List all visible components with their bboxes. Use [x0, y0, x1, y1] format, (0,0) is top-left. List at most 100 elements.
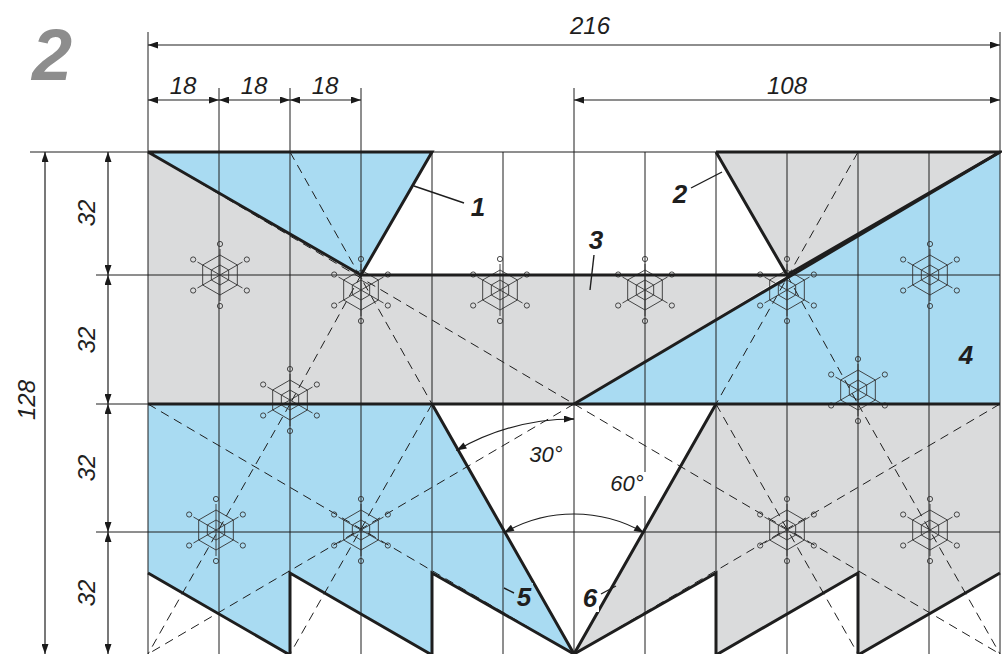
- dimension-line: [107, 532, 108, 654]
- dimension-value: 32: [74, 578, 100, 609]
- snowflake-spoke: [787, 290, 788, 316]
- snowflake-spoke: [500, 277, 523, 290]
- snowflake-dot: [901, 543, 906, 548]
- construction-line: [148, 152, 574, 404]
- snowflake-dot: [332, 303, 337, 308]
- snowflake-spoke: [220, 249, 221, 275]
- angle-value: 30°: [527, 443, 564, 467]
- snowflake-dot: [829, 372, 834, 377]
- snowflake-symbol: [471, 256, 530, 323]
- snowflake-symbol: [901, 496, 960, 563]
- snowflake-spoke: [361, 290, 384, 303]
- snowflake-dot: [811, 543, 816, 548]
- grid-line: [219, 88, 220, 654]
- snowflake-dot: [927, 303, 932, 308]
- snowflake-dot: [385, 303, 390, 308]
- snowflake-ring: [913, 510, 948, 550]
- snowflake-ring: [778, 520, 795, 540]
- snowflake-spoke: [338, 290, 361, 303]
- snowflake-dot: [758, 303, 763, 308]
- snowflake-dot: [358, 496, 363, 501]
- snowflake-dot: [287, 428, 292, 433]
- dimension-value: 18: [168, 73, 199, 99]
- snowflake-dot: [187, 543, 192, 548]
- dimension-line: [107, 152, 108, 275]
- snowflake-spoke: [930, 275, 931, 301]
- snowflake-spoke: [361, 530, 362, 556]
- snowflake-spoke: [193, 530, 216, 543]
- dimension-value: 18: [239, 73, 270, 99]
- snowflake-spoke: [267, 400, 290, 413]
- figure-number: 2: [30, 18, 74, 92]
- snowflake-symbol: [616, 256, 675, 323]
- snowflake-spoke: [930, 504, 931, 530]
- snowflake-spoke: [787, 517, 810, 530]
- grid-line: [361, 88, 362, 654]
- snowflake-dot: [784, 558, 789, 563]
- grid-line: [148, 32, 149, 654]
- grid-lines: [30, 32, 1000, 654]
- snowflake-symbol: [758, 496, 817, 563]
- snowflake-spoke: [930, 262, 953, 275]
- angle-arrow: [568, 418, 574, 419]
- snowflake-spoke: [216, 517, 239, 530]
- piece-outline: [716, 152, 1000, 275]
- dimension-value: 108: [765, 73, 809, 99]
- dimension-value: 18: [310, 73, 341, 99]
- snowflake-dot: [358, 256, 363, 261]
- callout-number: 1: [469, 193, 487, 221]
- piece-outline: [574, 573, 1000, 654]
- dimension-line: [290, 99, 361, 100]
- snowflake-dot: [616, 303, 621, 308]
- snowflake-dot: [471, 303, 476, 308]
- piece-outline: [148, 403, 1000, 406]
- snowflake-spoke: [500, 290, 501, 316]
- piece-outline: [432, 404, 716, 654]
- snowflake-dot: [240, 543, 245, 548]
- snowflake-symbol: [332, 256, 391, 323]
- snowflake-spoke: [338, 530, 361, 543]
- callout-number: 2: [671, 180, 689, 208]
- snowflake-dot: [358, 558, 363, 563]
- snowflake-symbol: [187, 496, 246, 563]
- dimension-line: [219, 99, 290, 100]
- callout-number: 3: [587, 226, 605, 254]
- snowflake-spoke: [338, 517, 361, 530]
- snowflake-spoke: [220, 262, 243, 275]
- snowflake-spoke: [361, 504, 362, 530]
- snowflake-dot: [811, 512, 816, 517]
- dimension-line: [107, 275, 108, 404]
- dimension-value: 128: [14, 378, 40, 422]
- leader-line: [691, 172, 722, 188]
- snowflake-spoke: [361, 264, 362, 290]
- snowflake-spoke: [787, 277, 810, 290]
- grid-line: [1000, 32, 1001, 654]
- snowflake-spoke: [267, 387, 290, 400]
- snowflake-dot: [385, 543, 390, 548]
- snowflake-dot: [261, 382, 266, 387]
- snowflake-dot: [901, 288, 906, 293]
- snowflake-spoke: [216, 530, 217, 556]
- construction-line: [290, 404, 432, 654]
- snowflake-dot: [524, 303, 529, 308]
- snowflake-symbol: [261, 366, 320, 433]
- snowflake-dot: [385, 512, 390, 517]
- grid-line: [574, 88, 575, 654]
- snowflake-dot: [187, 512, 192, 517]
- snowflake-spoke: [216, 504, 217, 530]
- grid-line: [96, 404, 1000, 405]
- snowflake-dot: [784, 318, 789, 323]
- angle-arrow: [504, 530, 509, 533]
- piece-outline: [148, 152, 432, 275]
- snowflake-spoke: [645, 290, 646, 316]
- snowflake-dot: [314, 382, 319, 387]
- snowflake-spoke: [764, 290, 787, 303]
- snowflake-dot: [497, 256, 502, 261]
- dimension-line: [148, 99, 219, 100]
- snowflake-dot: [240, 512, 245, 517]
- snowflake-symbol: [901, 241, 960, 308]
- snowflake-ring: [199, 510, 234, 550]
- snowflake-spoke: [835, 377, 858, 390]
- construction-line: [787, 275, 858, 404]
